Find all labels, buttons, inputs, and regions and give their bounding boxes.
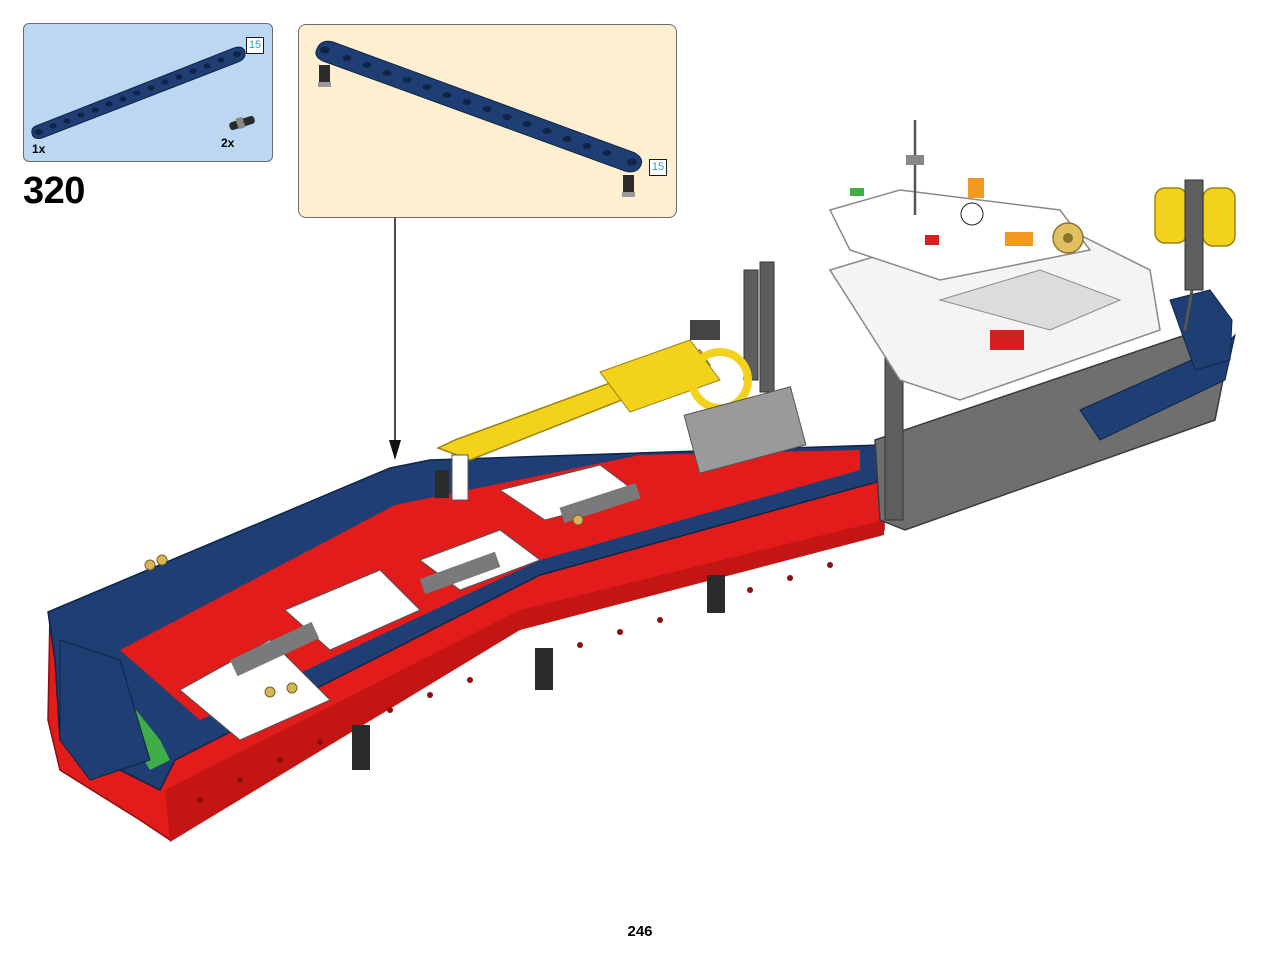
page-number: 246 — [627, 923, 653, 940]
crane — [435, 320, 807, 501]
parts-list-panel: 15 1x 2x — [23, 23, 273, 162]
subassembly-panel: 15 — [298, 24, 677, 218]
aft-hull — [743, 261, 1236, 531]
liftarm-quantity: 1x — [32, 142, 46, 156]
parts-illustration — [31, 46, 255, 139]
bridge-cabin — [828, 120, 1161, 401]
placement-arrow — [389, 218, 401, 460]
fasteners — [144, 514, 584, 698]
liftarm-part — [31, 46, 246, 139]
length-badge: 15 — [649, 159, 667, 176]
pin-quantity: 2x — [221, 136, 235, 150]
length-badge: 15 — [246, 37, 264, 54]
step-number: 320 — [23, 170, 85, 212]
yellow-tanks — [1154, 179, 1236, 331]
hull — [47, 444, 885, 842]
subassembly-illustration — [315, 40, 643, 197]
pin-part — [229, 115, 255, 131]
liftarm-with-pins — [315, 40, 643, 197]
